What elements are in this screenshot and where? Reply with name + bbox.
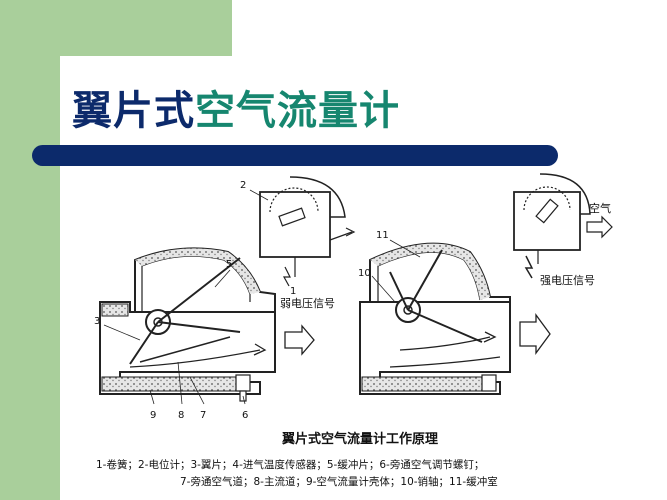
slide-title: 翼片式空气流量计 (72, 78, 400, 136)
flowmeter-diagram: 2 5 3 1 9 8 7 6 弱电压信号 (94, 173, 613, 421)
title-underline-bar (32, 145, 558, 166)
legend-line-1: 1-卷簧；2-电位计；3-翼片；4-进气温度传感器；5-缓冲片；6-旁通空气调节… (96, 459, 485, 471)
top-color-band (0, 0, 232, 56)
figure-caption: 翼片式空气流量计工作原理 (281, 432, 438, 447)
weak-signal-label: 弱电压信号 (280, 297, 335, 310)
title-part-1: 翼片式 (72, 88, 195, 134)
working-principle-figure: 2 5 3 1 9 8 7 6 弱电压信号 (90, 172, 630, 494)
title-part-2: 空气流量计 (195, 88, 400, 134)
strong-signal-label: 强电压信号 (540, 274, 595, 287)
left-color-band (0, 0, 60, 500)
label-11: 11 (376, 230, 389, 241)
label-3: 3 (94, 316, 100, 327)
air-label: 空气 (589, 201, 611, 215)
label-6: 6 (242, 410, 248, 421)
left-flowmeter-low-flow: 2 5 3 1 9 8 7 6 弱电压信号 (94, 176, 356, 421)
legend-line-2: 7-旁通空气道；8-主流道；9-空气流量计壳体；10-销轴；11-缓冲室 (180, 476, 498, 488)
label-1: 1 (290, 286, 296, 297)
label-10: 10 (358, 268, 371, 279)
label-8: 8 (178, 410, 184, 421)
label-7: 7 (200, 410, 206, 421)
label-9: 9 (150, 410, 156, 421)
label-5: 5 (226, 259, 232, 270)
right-flowmeter-high-flow: 11 10 空气 强电压信号 (358, 173, 613, 395)
label-2: 2 (240, 180, 246, 191)
